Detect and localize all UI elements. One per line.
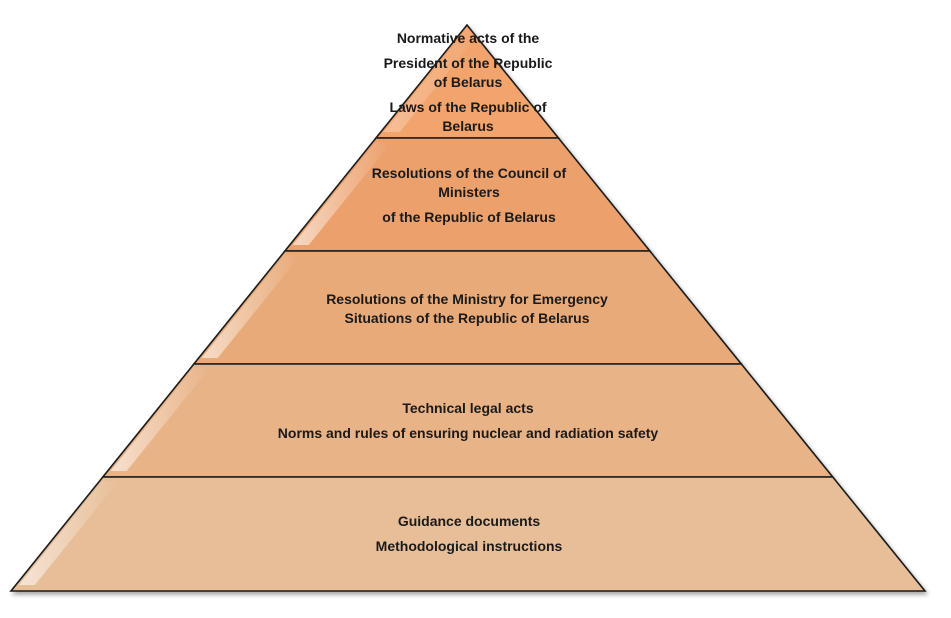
pyramid-level-3-highlight bbox=[201, 255, 301, 358]
level-3-line-2: Situations of the Republic of Belarus bbox=[344, 310, 590, 326]
pyramid-level-1-highlight bbox=[383, 29, 483, 132]
level-4-label: Technical legal acts Norms and rules of … bbox=[278, 399, 658, 443]
level-1-line-3: of Belarus bbox=[433, 74, 503, 90]
level-5-line-2: Methodological instructions bbox=[375, 538, 563, 554]
level-1-label: Normative acts of the President of the R… bbox=[384, 29, 553, 136]
level-2-label: Resolutions of the Council of Ministers … bbox=[372, 164, 566, 227]
pyramid-level-5-highlight bbox=[18, 481, 119, 585]
level-5-label: Guidance documents Methodological instru… bbox=[376, 512, 563, 556]
level-2-line-3: of the Republic of Belarus bbox=[382, 209, 556, 225]
level-3-label: Resolutions of the Ministry for Emergenc… bbox=[326, 290, 608, 328]
level-2-line-2: Ministers bbox=[438, 184, 500, 200]
pyramid-level-4-highlight bbox=[110, 368, 210, 471]
level-2-line-1: Resolutions of the Council of bbox=[371, 165, 567, 181]
level-5-line-1: Guidance documents bbox=[397, 513, 541, 529]
level-4-line-1: Technical legal acts bbox=[402, 400, 534, 416]
level-1-line-1: Normative acts of the bbox=[396, 30, 540, 46]
level-1-line-4: Laws of the Republic of bbox=[389, 99, 547, 115]
level-1-line-5: Belarus bbox=[442, 118, 494, 134]
level-3-line-1: Resolutions of the Ministry for Emergenc… bbox=[326, 291, 608, 307]
pyramid-level-2-highlight bbox=[292, 142, 392, 245]
pyramid-level-5 bbox=[9, 476, 927, 592]
level-1-line-2: President of the Republic bbox=[383, 55, 553, 71]
level-4-line-2: Norms and rules of ensuring nuclear and … bbox=[277, 425, 659, 441]
